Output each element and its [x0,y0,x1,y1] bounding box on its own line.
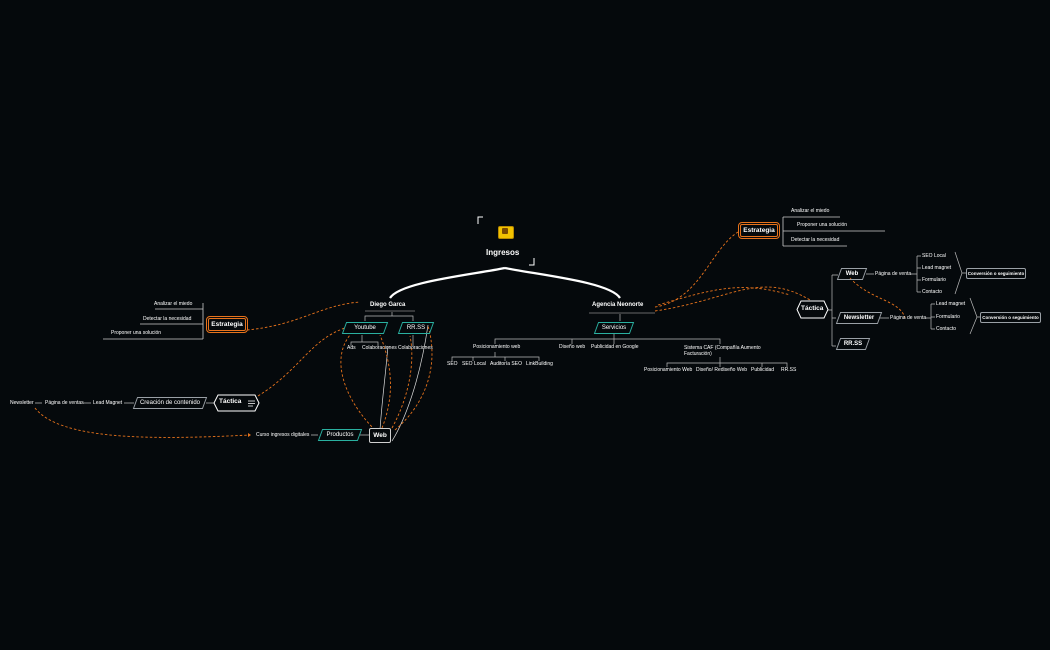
agencia-tactica-rrss[interactable]: RR.SS [838,338,868,350]
agencia-topic[interactable]: Agencia Neonorte [592,302,644,308]
agencia-tactica-newsletter-item-0[interactable]: Lead magnet [936,301,966,307]
agencia-posicionamiento-child-0[interactable]: SEO [447,361,458,367]
agencia-tactica-shape[interactable] [796,300,829,319]
agencia-sistema-caf[interactable]: Sistema CAF (Compañía Aumento Facturació… [684,345,761,357]
agencia-estrategia-topic[interactable]: Estrategia [738,222,780,239]
diego-estrategia-topic[interactable]: Estrategia [206,316,248,333]
diego-rrss-topic[interactable]: RR.SS [400,322,432,334]
central-topic-icon-mark [502,228,508,234]
agencia-servicios-topic[interactable]: Servicios [596,322,632,334]
diego-rrss-child-0[interactable]: Colaboraciones [398,345,433,351]
agencia-posicionamiento-child-1[interactable]: SEO Local [462,361,486,367]
agencia-publicidad-google[interactable]: Publicidad en Google [591,344,639,350]
diego-estrategia-item-1[interactable]: Detectar la necesidad [143,316,192,322]
diego-tactica-chain-lead-magnet[interactable]: Lead Magnet [93,400,123,406]
agencia-tactica-newsletter-item-2[interactable]: Contacto [936,326,957,332]
diego-curso-item[interactable]: Curso ingresos digitales [256,432,310,438]
central-topic[interactable]: Ingresos [486,248,520,257]
agencia-caf-child-1[interactable]: Diseño/ Rediseño Web [696,367,748,373]
agencia-tactica-label: Táctica [801,305,824,312]
agencia-tactica-web-result[interactable]: Conversión o seguimiento [966,268,1026,279]
agencia-tactica-newsletter[interactable]: Newsletter [838,312,880,324]
agencia-tactica-newsletter-pagina[interactable]: Página de venta [890,315,927,321]
agencia-caf-child-2[interactable]: Publicidad [751,367,775,373]
diego-estrategia-item-0[interactable]: Analizar el miedo [154,301,193,307]
agencia-caf-child-0[interactable]: Posicionamiento Web [644,367,693,373]
agencia-posicionamiento-child-3[interactable]: LinkBuilding [526,361,553,367]
agencia-diseno-web[interactable]: Diseño web [559,344,586,350]
agencia-tactica-web[interactable]: Web [839,268,865,280]
diego-web-topic[interactable]: Web [369,428,391,443]
diego-tactica-chain-newsletter[interactable]: Newsletter [10,400,34,406]
diego-estrategia-item-2[interactable]: Proponer una solución [111,330,162,336]
agencia-tactica-web-item-2[interactable]: Formulario [922,277,946,283]
agencia-estrategia-item-1[interactable]: Proponer una solución [797,222,848,228]
diego-tactica-shape[interactable] [213,394,260,412]
agencia-tactica-web-item-1[interactable]: Lead magnet [922,265,952,271]
diego-tactica-chain-creacion[interactable]: Creación de contenido [135,397,205,409]
agencia-estrategia-item-0[interactable]: Analizar el miedo [791,208,830,214]
agencia-posicionamiento[interactable]: Posicionamiento web [473,344,521,350]
diego-youtube-child-0[interactable]: Ads [347,345,356,351]
agencia-posicionamiento-child-2[interactable]: Auditoría SEO [490,361,522,367]
diego-youtube-child-1[interactable]: Colaboraciones [362,345,397,351]
agencia-tactica-web-item-0[interactable]: SEO Local [922,253,946,259]
agencia-tactica-newsletter-result[interactable]: Conversión o seguimiento [980,312,1041,323]
diego-productos-topic[interactable]: Productos [320,429,360,441]
agencia-caf-child-3[interactable]: RR.SS [781,367,797,373]
diego-tactica-label: Táctica [219,398,242,405]
agencia-tactica-newsletter-item-1[interactable]: Formulario [936,314,960,320]
agencia-tactica-web-item-3[interactable]: Contacto [922,289,943,295]
agencia-tactica-web-pagina[interactable]: Página de venta [875,271,912,277]
agencia-estrategia-item-2[interactable]: Detectar la necesidad [791,237,840,243]
diego-youtube-topic[interactable]: Youtube [344,322,386,334]
diego-tactica-chain-pagina-ventas[interactable]: Página de ventas [45,400,84,406]
diego-topic[interactable]: Diego Garca [370,302,406,308]
